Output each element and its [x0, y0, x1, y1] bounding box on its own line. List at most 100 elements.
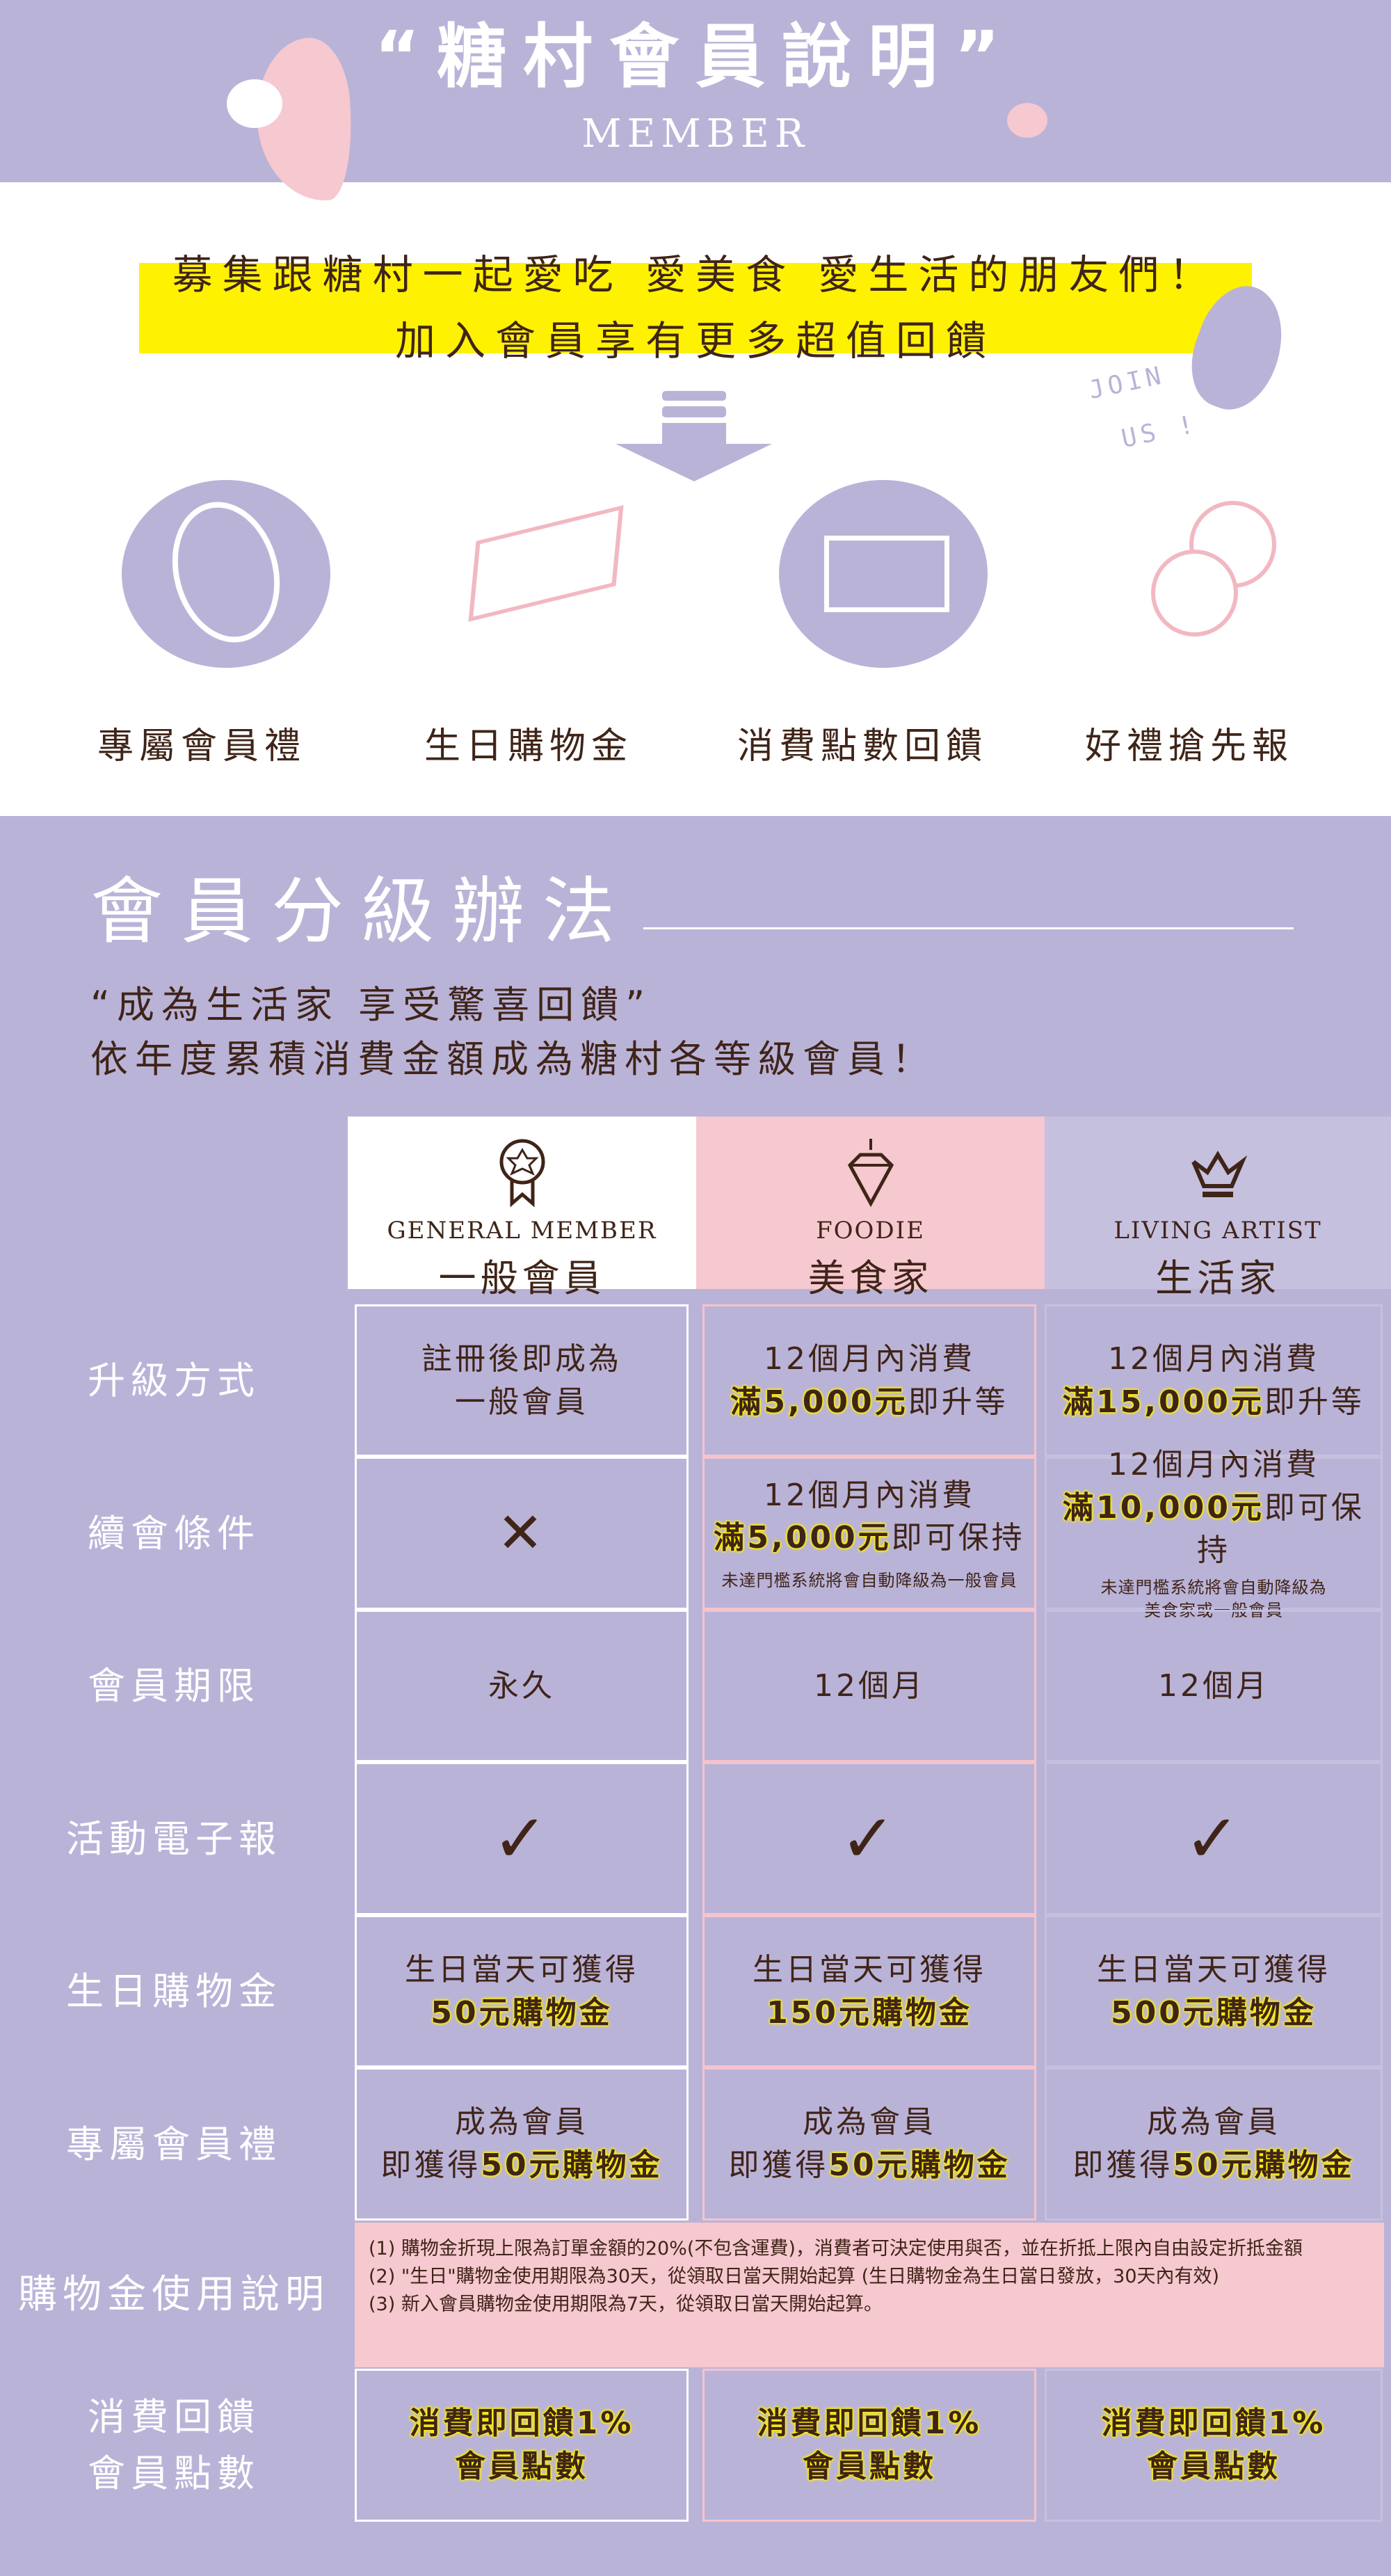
tier-header-foodie: FOODIE 美食家 — [696, 1117, 1045, 1300]
highlight-amount: 500元購物金 — [1111, 1994, 1317, 2031]
yellow-highlight — [139, 263, 1252, 353]
highlight-amount: 50元購物金 — [481, 2147, 663, 2183]
tier-zh: 生活家 — [1155, 1256, 1280, 1300]
row-label-renew: 續會條件 — [88, 1511, 260, 1555]
cell-artist-birthday: 生日當天可獲得 500元購物金 — [1045, 1915, 1383, 2067]
cell-text: 即獲得50元購物金 — [728, 2144, 1010, 2187]
check-icon: ✓ — [1184, 1799, 1244, 1878]
cell-text: 註冊後即成為 — [421, 1341, 622, 1377]
intro-line-1: 募集跟糖村一起愛吃 愛美食 愛生活的朋友們！ — [172, 251, 1219, 298]
cell-text: 生日當天可獲得 — [1097, 1951, 1330, 1987]
cell-general-renew: ✕ — [355, 1457, 689, 1610]
section-desc: 依年度累積消費金額成為糖村各等級會員！ — [90, 1037, 936, 1081]
cell-general-gift: 成為會員即獲得50元購物金 — [355, 2067, 689, 2221]
highlight-amount: 消費即回饋1% — [409, 2406, 634, 2442]
tier-zh: 一般會員 — [438, 1256, 606, 1300]
highlight-amount: 50元購物金 — [431, 1994, 613, 2031]
cell-foodie-upgrade: 12個月內消費滿5,000元即升等 — [702, 1304, 1036, 1457]
page-title: “糖村會員說明” — [374, 16, 1017, 97]
cell-text: 即獲得50元購物金 — [1072, 2144, 1354, 2187]
cell-text: 12個月內消費 — [1108, 1447, 1319, 1483]
tier-header-artist: LIVING ARTIST 生活家 — [1045, 1117, 1391, 1300]
row-label-line: 消費回饋 — [88, 2395, 260, 2439]
cell-text: 即升等 — [1264, 1384, 1365, 1420]
row-label-period: 會員期限 — [88, 1664, 260, 1708]
cell-text: 即升等 — [908, 1384, 1008, 1420]
cell-general-newsletter: ✓ — [355, 1762, 689, 1915]
medal-icon — [499, 1139, 545, 1208]
cell-text: 滿15,000元即升等 — [1063, 1381, 1365, 1424]
cell-text: 即可保持 — [1197, 1489, 1365, 1569]
perk-label: 專屬會員禮 — [97, 726, 306, 767]
cell-artist-gift: 成為會員即獲得50元購物金 — [1045, 2067, 1383, 2221]
tier-header-general: GENERAL MEMBER 一般會員 — [348, 1117, 696, 1300]
highlight-amount: 消費即回饋1% — [1101, 2406, 1326, 2442]
highlight-amount: 消費即回饋1% — [757, 2406, 982, 2442]
cell-text: 即獲得50元購物金 — [380, 2144, 662, 2187]
cell-artist-upgrade: 12個月內消費滿15,000元即升等 — [1045, 1304, 1383, 1457]
cell-note: 未達門檻系統將會自動降級為一般會員 — [721, 1570, 1018, 1590]
tier-zh: 美食家 — [807, 1256, 933, 1300]
perk-birthday: 生日購物金 — [396, 480, 661, 769]
cookies-icon — [1082, 480, 1297, 668]
cell-general-birthday: 生日當天可獲得 50元購物金 — [355, 1915, 689, 2067]
cell-text: 滿5,000元即可保持 — [714, 1517, 1024, 1560]
white-dot-decoration — [227, 79, 282, 128]
row-label-points: 消費回饋會員點數 — [0, 2369, 348, 2522]
note-2: (2) "生日"購物金使用期限為30天，從領取日當天開始起算 (生日購物金為生日… — [369, 2266, 1220, 2287]
cell-artist-period: 12個月 — [1045, 1610, 1383, 1762]
perk-label: 消費點數回饋 — [737, 726, 988, 767]
row-label-birthday: 生日購物金 — [66, 1969, 282, 2013]
cell-general-points: 消費即回饋1%會員點數 — [355, 2369, 689, 2522]
cell-general-upgrade: 註冊後即成為一般會員 — [355, 1304, 689, 1457]
intro-line-2: 加入會員享有更多超值回饋 — [394, 317, 996, 365]
crown-icon — [1191, 1151, 1248, 1197]
perk-news: 好禮搶先報 — [1057, 480, 1321, 769]
diamond-icon — [847, 1139, 894, 1208]
cell-text: 即可保持 — [891, 1520, 1025, 1556]
row-label-line: 會員點數 — [88, 2451, 260, 2495]
cell-text: 12個月內消費 — [764, 1341, 975, 1377]
cell-artist-newsletter: ✓ — [1045, 1762, 1383, 1915]
row-label-upgrade: 升級方式 — [88, 1359, 260, 1402]
cell-text: 生日當天可獲得 — [753, 1951, 986, 1987]
note-1: (1) 購物金折現上限為訂單金額的20%(不包含運費)，消費者可決定使用與否，並… — [369, 2238, 1303, 2259]
cell-text: 成為會員 — [803, 2104, 936, 2141]
highlight-amount: 50元購物金 — [828, 2147, 1011, 2183]
perk-points: 消費點數回饋 — [730, 480, 995, 769]
highlight-amount: 滿10,000元 — [1063, 1489, 1264, 1526]
cell-artist-renew: 12個月內消費滿10,000元即可保持未達門檻系統將會自動降級為美食家或一般會員 — [1045, 1447, 1383, 1620]
page-subtitle: MEMBER — [581, 111, 810, 157]
highlight-amount: 滿15,000元 — [1063, 1384, 1264, 1420]
section-title-line — [643, 927, 1294, 929]
section-quote: “成為生活家 享受驚喜回饋” — [90, 983, 652, 1027]
cake-slice-icon — [755, 480, 988, 668]
section-title: 會員分級辦法 — [90, 869, 634, 954]
highlight-amount: 50元購物金 — [1173, 2147, 1355, 2183]
cell-text: 成為會員 — [1147, 2104, 1280, 2141]
tier-en: LIVING ARTIST — [1113, 1217, 1322, 1245]
arrow-down-icon — [616, 391, 772, 481]
cell-text: 12個月內消費 — [764, 1477, 975, 1513]
pink-dot-decoration — [1007, 103, 1047, 138]
tier-en: GENERAL MEMBER — [387, 1217, 657, 1245]
roll-cake-icon — [94, 480, 330, 668]
perk-member-gift: 專屬會員禮 — [70, 480, 334, 769]
notes-box: (1) 購物金折現上限為訂單金額的20%(不包含運費)，消費者可決定使用與否，並… — [355, 2223, 1384, 2367]
tier-en: FOODIE — [816, 1217, 925, 1245]
cell-text: 滿5,000元即升等 — [730, 1381, 1008, 1424]
perk-label: 生日購物金 — [424, 726, 633, 767]
highlight-amount: 會員點數 — [803, 2449, 936, 2484]
highlight-amount: 會員點數 — [1147, 2449, 1280, 2484]
cell-text: 一般會員 — [455, 1384, 588, 1420]
cell-foodie-renew: 12個月內消費滿5,000元即可保持未達門檻系統將會自動降級為一般會員 — [702, 1457, 1036, 1610]
cell-text: 成為會員 — [455, 2104, 588, 2141]
row-label-gift: 專屬會員禮 — [66, 2122, 282, 2166]
cell-text: 即獲得 — [380, 2147, 481, 2183]
row-label-notes: 購物金使用說明 — [18, 2271, 330, 2317]
x-icon: ✕ — [497, 1501, 547, 1565]
cell-foodie-period: 12個月 — [702, 1610, 1036, 1762]
cell-text: 生日當天可獲得 — [405, 1951, 638, 1987]
cell-foodie-gift: 成為會員即獲得50元購物金 — [702, 2067, 1036, 2221]
check-icon: ✓ — [492, 1799, 552, 1878]
